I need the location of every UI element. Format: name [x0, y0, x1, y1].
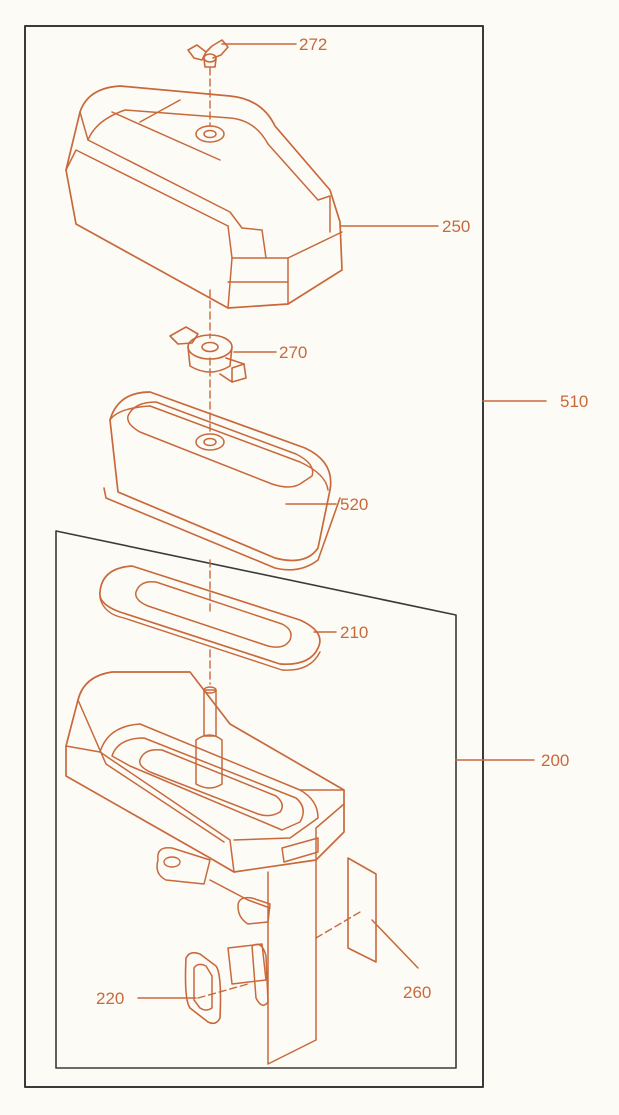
label-250: 250 [442, 217, 470, 236]
leader-lines [137, 43, 547, 999]
label-200: 200 [541, 751, 569, 770]
label-210: 210 [340, 623, 368, 642]
wing-nut-272 [187, 39, 229, 68]
outer-assembly-frame [24, 25, 484, 1088]
air-cleaner-cover-250 [65, 85, 343, 309]
label-520: 520 [340, 495, 368, 514]
plate-260 [347, 857, 377, 963]
filter-element-520 [103, 391, 341, 571]
reference-numbers: 272 250 270 510 520 210 200 220 260 [96, 35, 588, 1008]
label-510: 510 [560, 392, 588, 411]
gasket-220 [184, 951, 222, 1025]
label-220: 220 [96, 989, 124, 1008]
inner-assembly-frame [55, 530, 457, 1069]
air-cleaner-base-200 [65, 671, 345, 1065]
gasket-210 [99, 565, 321, 671]
center-lines [197, 67, 361, 999]
wing-nut-270 [169, 326, 247, 383]
label-260: 260 [403, 983, 431, 1002]
label-272: 272 [299, 35, 327, 54]
label-270: 270 [279, 343, 307, 362]
